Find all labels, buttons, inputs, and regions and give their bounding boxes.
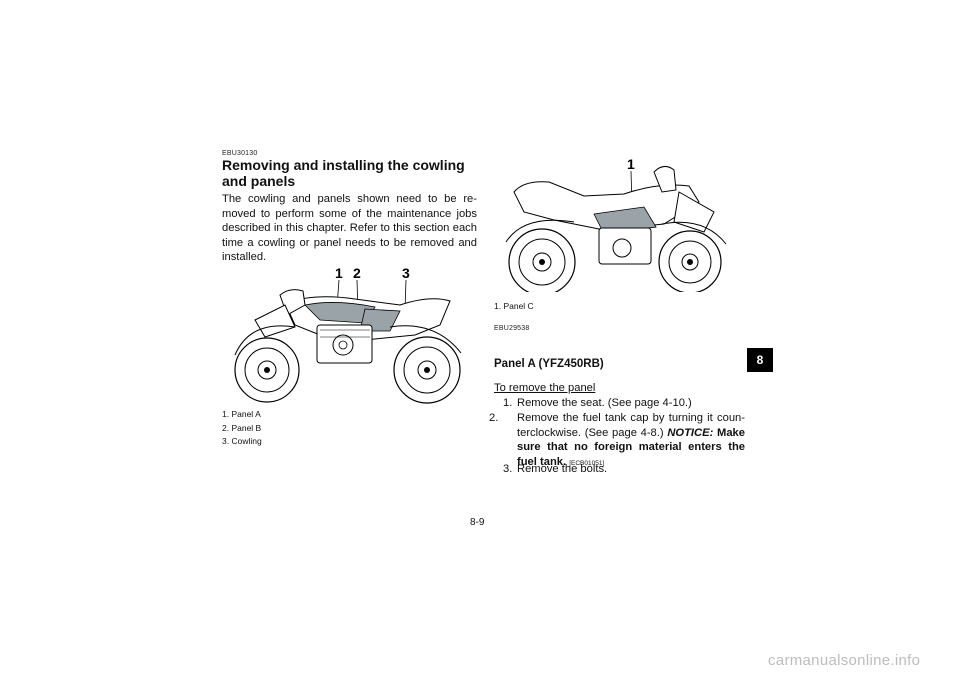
notice-code: [ECB01051] <box>569 459 605 467</box>
caption-item: 2. Panel B <box>222 422 262 433</box>
callout-1: 1 <box>627 156 635 172</box>
step-number: 2. <box>489 412 499 424</box>
page-number: 8-9 <box>470 517 485 528</box>
watermark-text: carmanualsonline.info <box>768 652 921 669</box>
caption-item: 1. Panel C <box>494 301 534 311</box>
step-2: 2. Remove the fuel tank cap by turning it… <box>489 411 745 471</box>
step-3: 3. Remove the bolts. <box>503 462 748 477</box>
step-text: Remove the fuel tank cap by turning it c… <box>517 412 745 439</box>
notice-label: NOTICE: <box>667 426 714 439</box>
caption-list-left: 1. Panel A 2. Panel B 3. Cowling <box>222 408 262 449</box>
step-number: 3. <box>503 463 513 475</box>
subsection-title: Panel A (YFZ450RB) <box>494 358 604 370</box>
step-text: Remove the bolts. <box>517 463 608 475</box>
step-text: Remove the seat. (See page 4-10.) <box>517 397 692 409</box>
section-code: EBU30130 <box>222 150 258 157</box>
callout-2: 2 <box>353 265 361 281</box>
procedure-heading: To remove the panel <box>494 382 596 394</box>
subsection-code: EBU29538 <box>494 325 530 332</box>
caption-list-right: 1. Panel C <box>494 300 534 314</box>
caption-item: 3. Cowling <box>222 436 262 446</box>
caption-item: 1. Panel A <box>222 409 261 419</box>
step-number: 1. <box>503 397 513 409</box>
intro-paragraph: The cowling and panels shown need to be … <box>222 193 477 264</box>
notice-text: Make sure that no foreign material enter… <box>517 426 745 468</box>
section-title: Removing and installing the cowling and … <box>222 157 465 189</box>
step-1: 1. Remove the seat. (See page 4-10.) <box>503 396 748 411</box>
chapter-tab: 8 <box>747 348 773 372</box>
callout-3: 3 <box>402 265 410 281</box>
callout-1: 1 <box>335 265 343 281</box>
